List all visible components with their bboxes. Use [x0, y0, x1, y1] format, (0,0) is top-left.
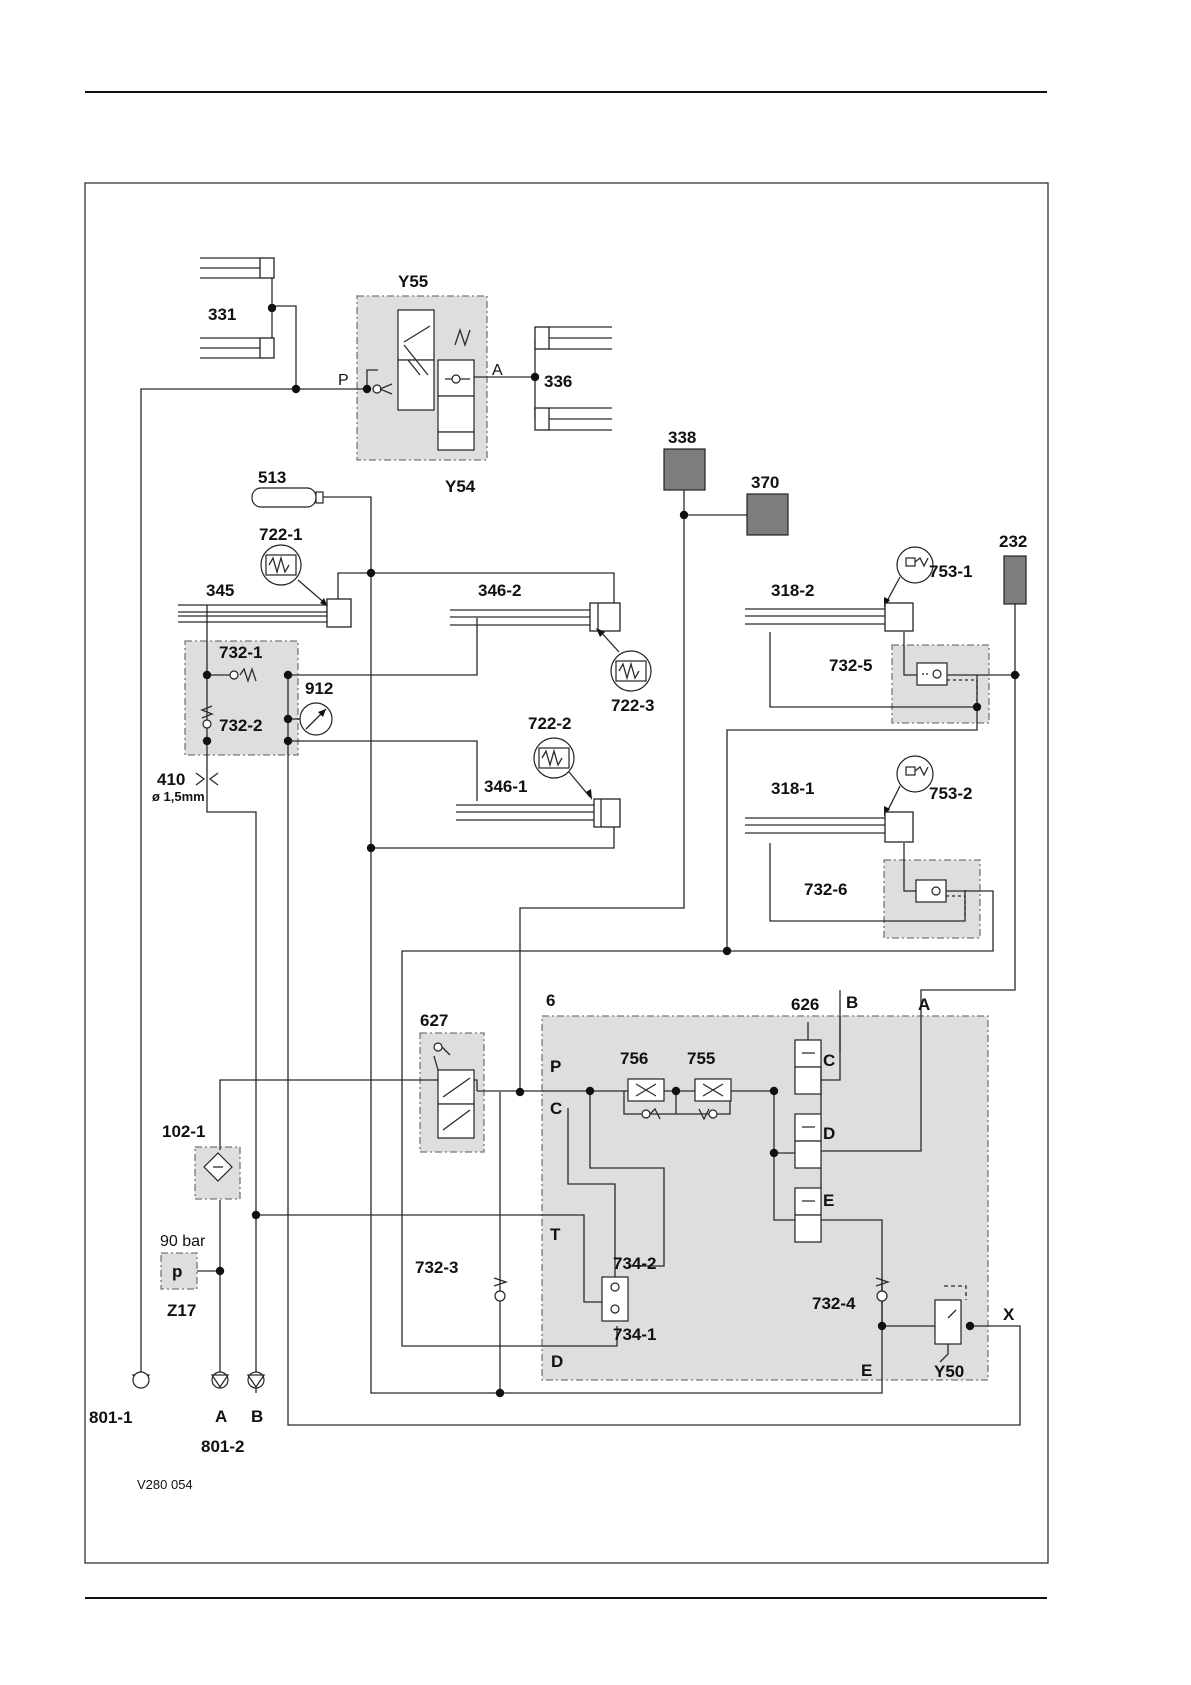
shuttle-734 [602, 1277, 628, 1321]
label-753-2: 753-2 [929, 784, 972, 803]
label-338: 338 [668, 428, 696, 447]
label-x-port: X [1003, 1305, 1015, 1324]
label-z17: Z17 [167, 1301, 196, 1320]
cylinder-346-2 [450, 603, 620, 631]
switch-753-1 [884, 547, 933, 607]
label-732-6: 732-6 [804, 880, 847, 899]
label-346-2: 346-2 [478, 581, 521, 600]
label-a-top: A [918, 995, 930, 1014]
switch-753-2 [884, 756, 933, 816]
cylinder-346-1 [456, 799, 620, 827]
label-section-d: D [823, 1124, 835, 1143]
label-732-4: 732-4 [812, 1294, 856, 1313]
label-912: 912 [305, 679, 333, 698]
label-y50: Y50 [934, 1362, 964, 1381]
label-102-1: 102-1 [162, 1122, 205, 1141]
label-722-1: 722-1 [259, 525, 302, 544]
accumulator-513 [252, 488, 323, 507]
label-b-top: B [846, 993, 858, 1012]
label-732-5: 732-5 [829, 656, 872, 675]
label-y55: Y55 [398, 272, 428, 291]
label-section-e: E [823, 1191, 834, 1210]
port-801-1 [133, 1372, 149, 1388]
component-338 [664, 449, 705, 490]
cylinder-318-2 [745, 603, 913, 631]
label-336: 336 [544, 372, 572, 391]
indicator-722-1 [261, 545, 328, 607]
port-a [212, 1372, 228, 1388]
label-port-b: B [251, 1407, 263, 1426]
label-6: 6 [546, 991, 555, 1010]
label-section-c: C [823, 1051, 835, 1070]
label-d-valve: D [551, 1352, 563, 1371]
indicator-722-3 [596, 628, 651, 691]
label-626: 626 [791, 995, 819, 1014]
label-346-1: 346-1 [484, 777, 527, 796]
gauge-912 [300, 703, 332, 735]
label-722-2: 722-2 [528, 714, 571, 733]
label-801-2: 801-2 [201, 1437, 244, 1456]
label-732-2: 732-2 [219, 716, 262, 735]
label-90-bar: 90 bar [160, 1233, 206, 1250]
label-318-2: 318-2 [771, 581, 814, 600]
label-734-2: 734-2 [613, 1254, 656, 1273]
label-a-port: A [492, 362, 503, 379]
label-370: 370 [751, 473, 779, 492]
figure-id: V280 054 [137, 1477, 193, 1492]
label-p-port: P [338, 372, 349, 389]
label-p-symbol: p [172, 1262, 182, 1281]
label-734-1: 734-1 [613, 1325, 656, 1344]
label-753-1: 753-1 [929, 562, 972, 581]
label-port-a: A [215, 1407, 227, 1426]
indicator-722-2 [534, 738, 592, 800]
label-410-size: ø 1,5mm [152, 789, 205, 804]
label-318-1: 318-1 [771, 779, 814, 798]
label-331: 331 [208, 305, 236, 324]
port-b [248, 1372, 264, 1388]
label-410: 410 [157, 770, 185, 789]
valve-626-sections [795, 1022, 821, 1242]
label-t-valve: T [550, 1225, 561, 1244]
label-732-3: 732-3 [415, 1258, 458, 1277]
label-627: 627 [420, 1011, 448, 1030]
label-345: 345 [206, 581, 234, 600]
label-801-1: 801-1 [89, 1408, 132, 1427]
label-c-valve: C [550, 1099, 562, 1118]
label-722-3: 722-3 [611, 696, 654, 715]
label-y54: Y54 [445, 477, 476, 496]
label-p-valve: P [550, 1057, 561, 1076]
label-755: 755 [687, 1049, 715, 1068]
component-370 [747, 494, 788, 535]
label-232: 232 [999, 532, 1027, 551]
label-e-valve: E [861, 1361, 872, 1380]
label-513: 513 [258, 468, 286, 487]
component-232 [1004, 556, 1026, 604]
cylinder-318-1 [745, 812, 913, 842]
label-732-1: 732-1 [219, 643, 262, 662]
label-756: 756 [620, 1049, 648, 1068]
